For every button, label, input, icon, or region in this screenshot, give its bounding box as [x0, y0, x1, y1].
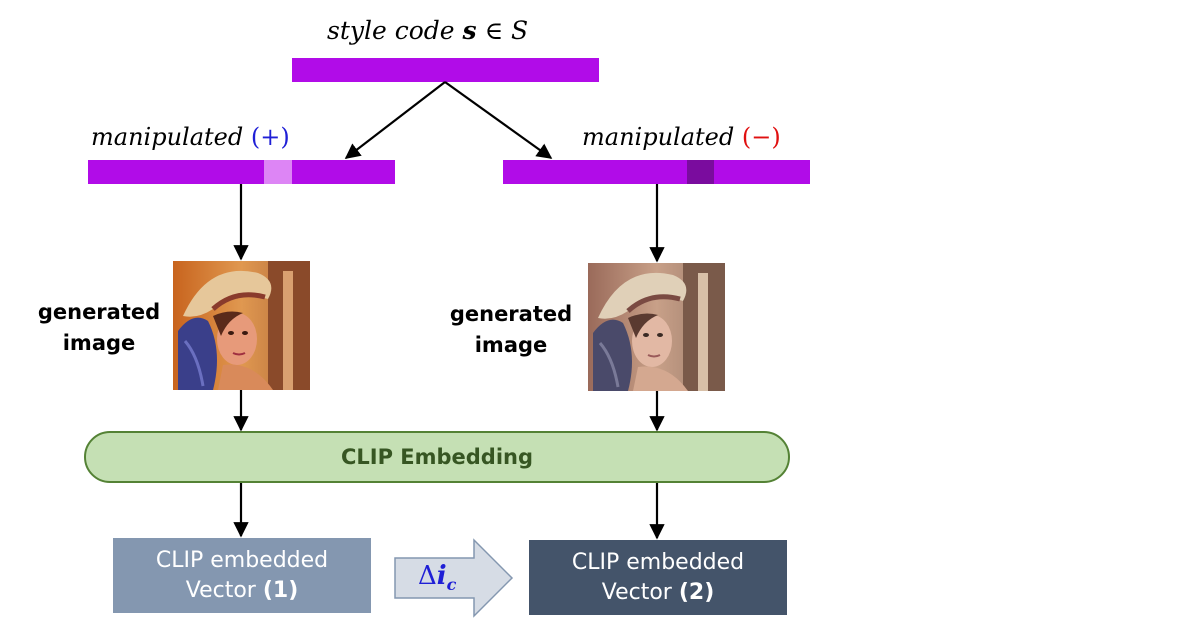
delta-symbol: Δ	[418, 561, 437, 591]
clip-embedding-label: CLIP Embedding	[340, 445, 534, 469]
style-code-suffix: ∈ S	[476, 16, 529, 45]
vector1-line2: Vector (1)	[186, 576, 299, 606]
generated-image-minus	[588, 263, 725, 391]
vector2-number: (2)	[678, 579, 715, 605]
manipulated-plus-text: manipulated	[91, 123, 244, 151]
plus-sign: (+)	[250, 123, 290, 151]
generated-image-label-right: generated image	[440, 299, 582, 361]
style-code-bar	[292, 58, 599, 82]
manipulated-minus-label: manipulated (−)	[582, 123, 781, 151]
generated-image-left-line2: image	[62, 331, 136, 355]
manipulated-minus-text: manipulated	[582, 123, 735, 151]
vector1-number: (1)	[262, 577, 299, 603]
minus-sign: (−)	[741, 123, 781, 151]
vector2-line2: Vector (2)	[602, 578, 715, 608]
vector2-line1: CLIP embedded	[571, 549, 745, 575]
minus-modified-segment	[687, 160, 714, 184]
generated-image-label-left: generated image	[28, 297, 170, 359]
vector1-text: Vector	[185, 577, 263, 603]
style-code-bold: s	[462, 16, 477, 45]
portrait-minus-drawing	[588, 263, 725, 391]
manipulated-plus-label: manipulated (+)	[91, 123, 290, 151]
vector2-text: Vector	[601, 579, 679, 605]
clip-vector-1: CLIP embedded Vector (1)	[113, 538, 371, 613]
delta-subscript: c	[446, 575, 457, 595]
portrait-plus-drawing	[173, 261, 310, 390]
generated-image-left-line1: generated	[37, 300, 161, 324]
split-arrow-left	[344, 81, 446, 159]
style-code-label: style code s ∈ S	[327, 16, 528, 45]
delta-var: i	[436, 561, 447, 591]
split-arrow-right	[444, 81, 553, 159]
manipulated-plus-bar	[88, 160, 395, 184]
generated-image-right-line2: image	[474, 333, 548, 357]
generated-image-plus	[173, 261, 310, 390]
manipulated-minus-bar	[503, 160, 810, 184]
plus-modified-segment	[264, 160, 292, 184]
generated-image-right-line1: generated	[449, 302, 573, 326]
clip-vector-2: CLIP embedded Vector (2)	[529, 540, 787, 615]
clip-embedding-box: CLIP Embedding	[84, 431, 790, 483]
delta-ic-label: Δic	[418, 561, 456, 594]
style-code-prefix: style code	[327, 16, 463, 45]
vector1-line1: CLIP embedded	[155, 547, 329, 573]
